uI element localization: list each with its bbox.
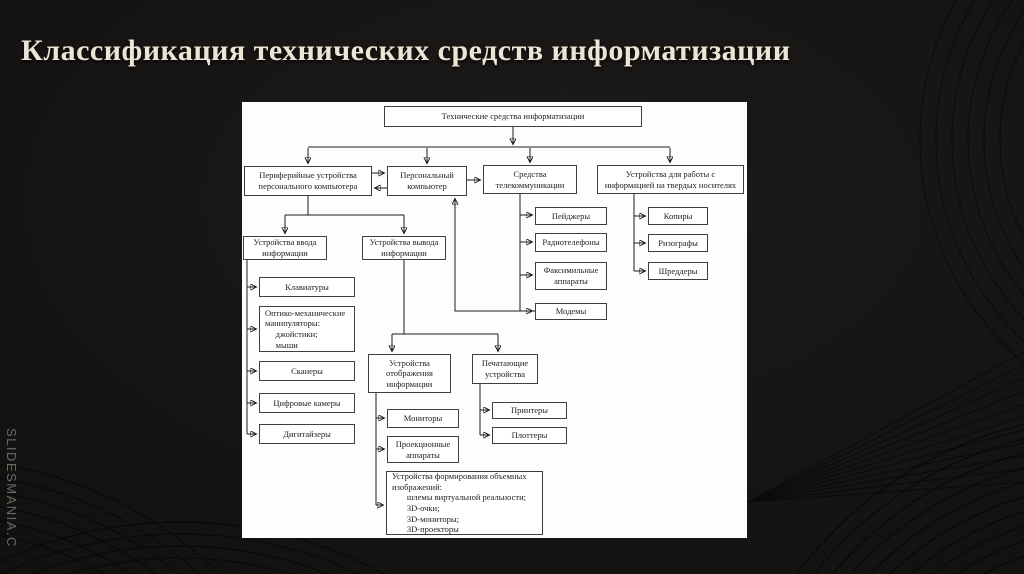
node-input-devices: Устройства ввода информации <box>243 236 327 260</box>
node-copiers: Копиры <box>648 207 708 225</box>
page-title: Классификация технических средств информ… <box>21 34 791 67</box>
node-personal-computer: Персональный компьютер <box>387 166 467 196</box>
node-peripheral-devices: Периферийные устройства персонального ко… <box>244 166 372 196</box>
node-digitizers: Дигитайзеры <box>259 424 355 444</box>
node-telecom-means: Средства телекоммуникации <box>483 165 577 194</box>
node-volumetric-imaging-devices: Устройства формирования объемных изображ… <box>386 471 543 535</box>
node-shredders: Шреддеры <box>648 262 708 280</box>
node-solid-media-devices: Устройства для работы с информацией на т… <box>597 165 744 194</box>
node-printers: Принтеры <box>492 402 567 419</box>
fan-lines <box>747 351 1024 503</box>
arc-group-bottom-right <box>796 424 1024 574</box>
node-projection-devices: Проекционные аппараты <box>387 436 459 463</box>
node-output-devices: Устройства вывода информации <box>362 236 446 260</box>
node-plotters: Плоттеры <box>492 427 567 444</box>
node-fax-machines: Факсимильные аппараты <box>535 262 607 290</box>
node-display-devices: Устройства отображения информации <box>368 354 451 393</box>
node-risographs: Ризографы <box>648 234 708 252</box>
node-printing-devices: Печатающие устройства <box>472 354 538 384</box>
watermark: SLIDESMANIA.C <box>4 428 19 548</box>
node-modems: Модемы <box>535 303 607 320</box>
node-scanners: Сканеры <box>259 361 355 381</box>
node-radiophones: Радиотелефоны <box>535 233 607 252</box>
node-pagers: Пейджеры <box>535 207 607 225</box>
node-root: Технические средства информатизации <box>384 106 642 127</box>
node-optomechanical-manipulators: Оптико-механические манипуляторы: джойст… <box>259 306 355 352</box>
node-monitors: Мониторы <box>387 409 459 428</box>
node-digital-cameras: Цифровые камеры <box>259 393 355 413</box>
node-keyboards: Клавиатуры <box>259 277 355 297</box>
